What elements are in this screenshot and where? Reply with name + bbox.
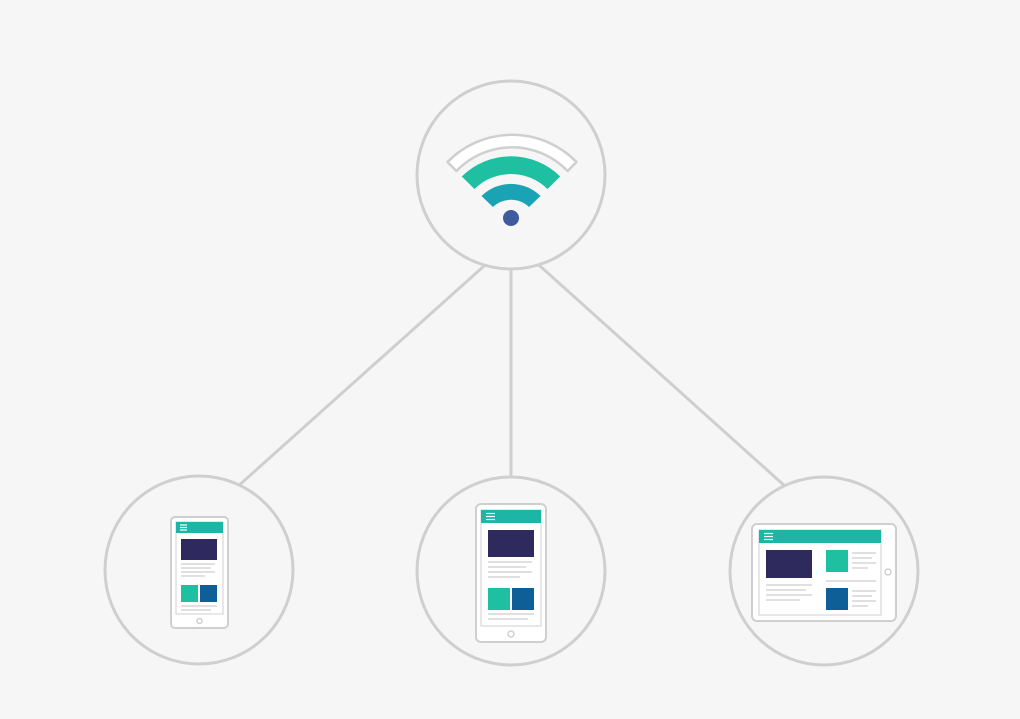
phone-hero-block [181, 539, 217, 560]
tall-phone-hero-block [488, 530, 534, 557]
tablet-side-lines-bottom [852, 590, 876, 607]
tall-phone-tile-blue [512, 588, 534, 610]
tall-phone-text-lines [488, 561, 532, 578]
tablet-tile-green [826, 550, 848, 572]
wifi-outer-arc [446, 133, 578, 173]
wifi-dot [503, 210, 519, 226]
wifi-icon [446, 133, 578, 226]
tall-phone-icon [475, 503, 547, 643]
connectors [234, 264, 788, 490]
phone-header-bar [176, 522, 223, 533]
tablet-hero-block [766, 550, 812, 578]
smartphone-icon [170, 516, 229, 629]
tablet-tile-blue [826, 588, 848, 610]
phone-footer-lines [181, 605, 217, 611]
tall-phone-node [415, 475, 607, 667]
phone-home-button [196, 617, 203, 625]
tablet-text-lines [766, 584, 812, 601]
hub-circle [415, 79, 607, 271]
tablet-side-lines-top [852, 552, 876, 569]
tall-phone-tile-green [488, 588, 510, 610]
wifi-middle-arc [461, 156, 561, 189]
wifi-hub-node [415, 79, 607, 271]
phone-text-lines [181, 563, 215, 577]
tablet-icon [751, 523, 897, 622]
connector-right [538, 264, 788, 489]
connector-left [234, 264, 486, 490]
tall-phone-footer-lines [488, 613, 534, 620]
phone-tile-blue [200, 585, 217, 602]
smartphone-node [103, 474, 295, 666]
tablet-header-bar [759, 530, 881, 543]
menu-icon [486, 512, 495, 521]
tablet-home-button [884, 568, 892, 576]
menu-icon [764, 532, 773, 541]
tall-phone-home-button [507, 630, 515, 638]
wifi-inner-arc [481, 183, 541, 207]
tall-phone-header-bar [481, 510, 541, 523]
menu-icon [180, 524, 187, 531]
tablet-node [728, 475, 920, 667]
phone-tile-green [181, 585, 198, 602]
